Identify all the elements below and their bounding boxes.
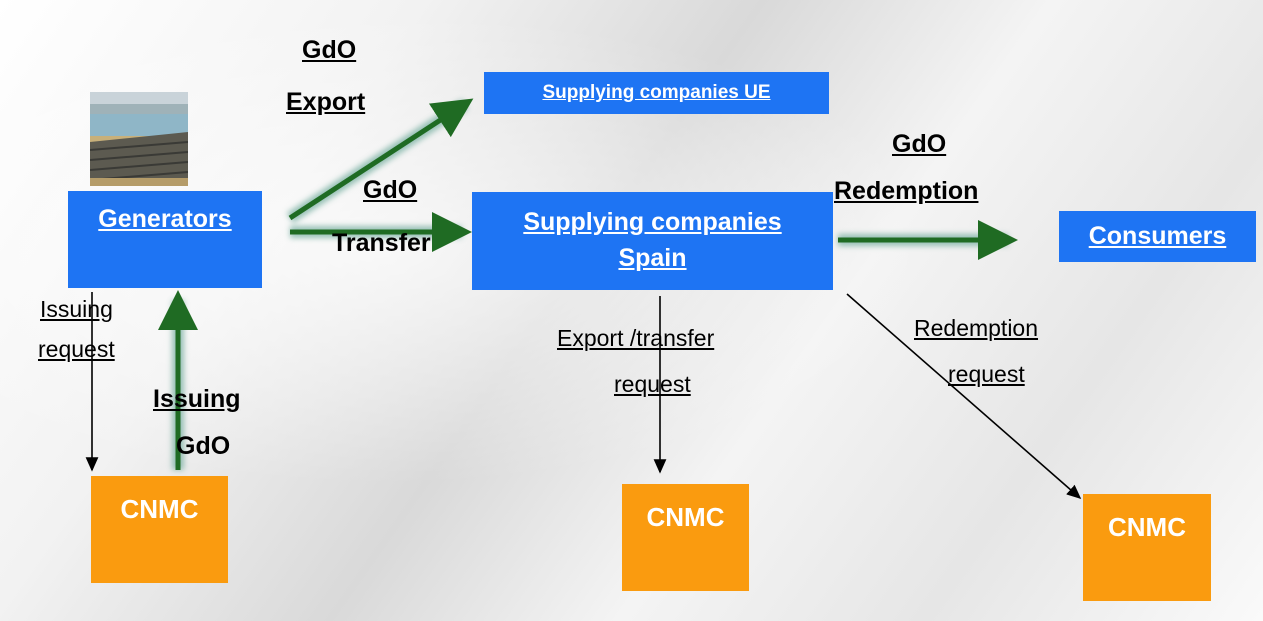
export-transfer-request-label-1: Export /transfer [557, 325, 715, 351]
redemption-request-arrow [846, 293, 1082, 500]
gdo-export-label-1: GdO [302, 36, 357, 64]
generators-label: Generators [98, 205, 232, 233]
issuing-request-label-2: request [38, 336, 115, 362]
supplying-companies-spain-line1: Supplying companies [523, 208, 782, 236]
supplying-companies-spain-box: Supplying companies Spain [472, 192, 833, 290]
cnmc-box-1: CNMC [91, 476, 228, 583]
gdo-transfer-label-1: GdO [363, 176, 418, 204]
cnmc-label-2: CNMC [646, 502, 725, 532]
gdo-export-arrow [288, 98, 474, 221]
consumers-label: Consumers [1088, 222, 1227, 250]
supplying-companies-ue-box: Supplying companies UE [484, 72, 829, 114]
consumers-box: Consumers [1059, 211, 1256, 262]
gdo-redemption-label-2: Redemption [834, 177, 979, 205]
solar-panel-photo [90, 92, 188, 186]
redemption-request-label-2: request [948, 361, 1025, 387]
export-transfer-request-label-2: request [614, 371, 691, 397]
issuing-request-label-1: Issuing [40, 296, 113, 322]
cnmc-box-2: CNMC [622, 484, 749, 591]
cnmc-label-1: CNMC [120, 494, 199, 524]
gdo-transfer-label-2: Transfer [332, 229, 431, 257]
generators-box: Generators [68, 191, 262, 288]
redemption-request-label-1: Redemption [914, 315, 1039, 341]
issuing-gdo-label-2: GdO [176, 432, 231, 460]
cnmc-label-3: CNMC [1108, 512, 1186, 542]
cnmc-box-3: CNMC [1083, 494, 1211, 601]
supplying-companies-ue-label: Supplying companies UE [542, 82, 771, 103]
issuing-gdo-label-1: Issuing [153, 385, 241, 413]
gdo-redemption-label-1: GdO [892, 130, 947, 158]
supplying-companies-spain-line2: Spain [618, 244, 687, 272]
gdo-export-label-2: Export [286, 88, 366, 116]
